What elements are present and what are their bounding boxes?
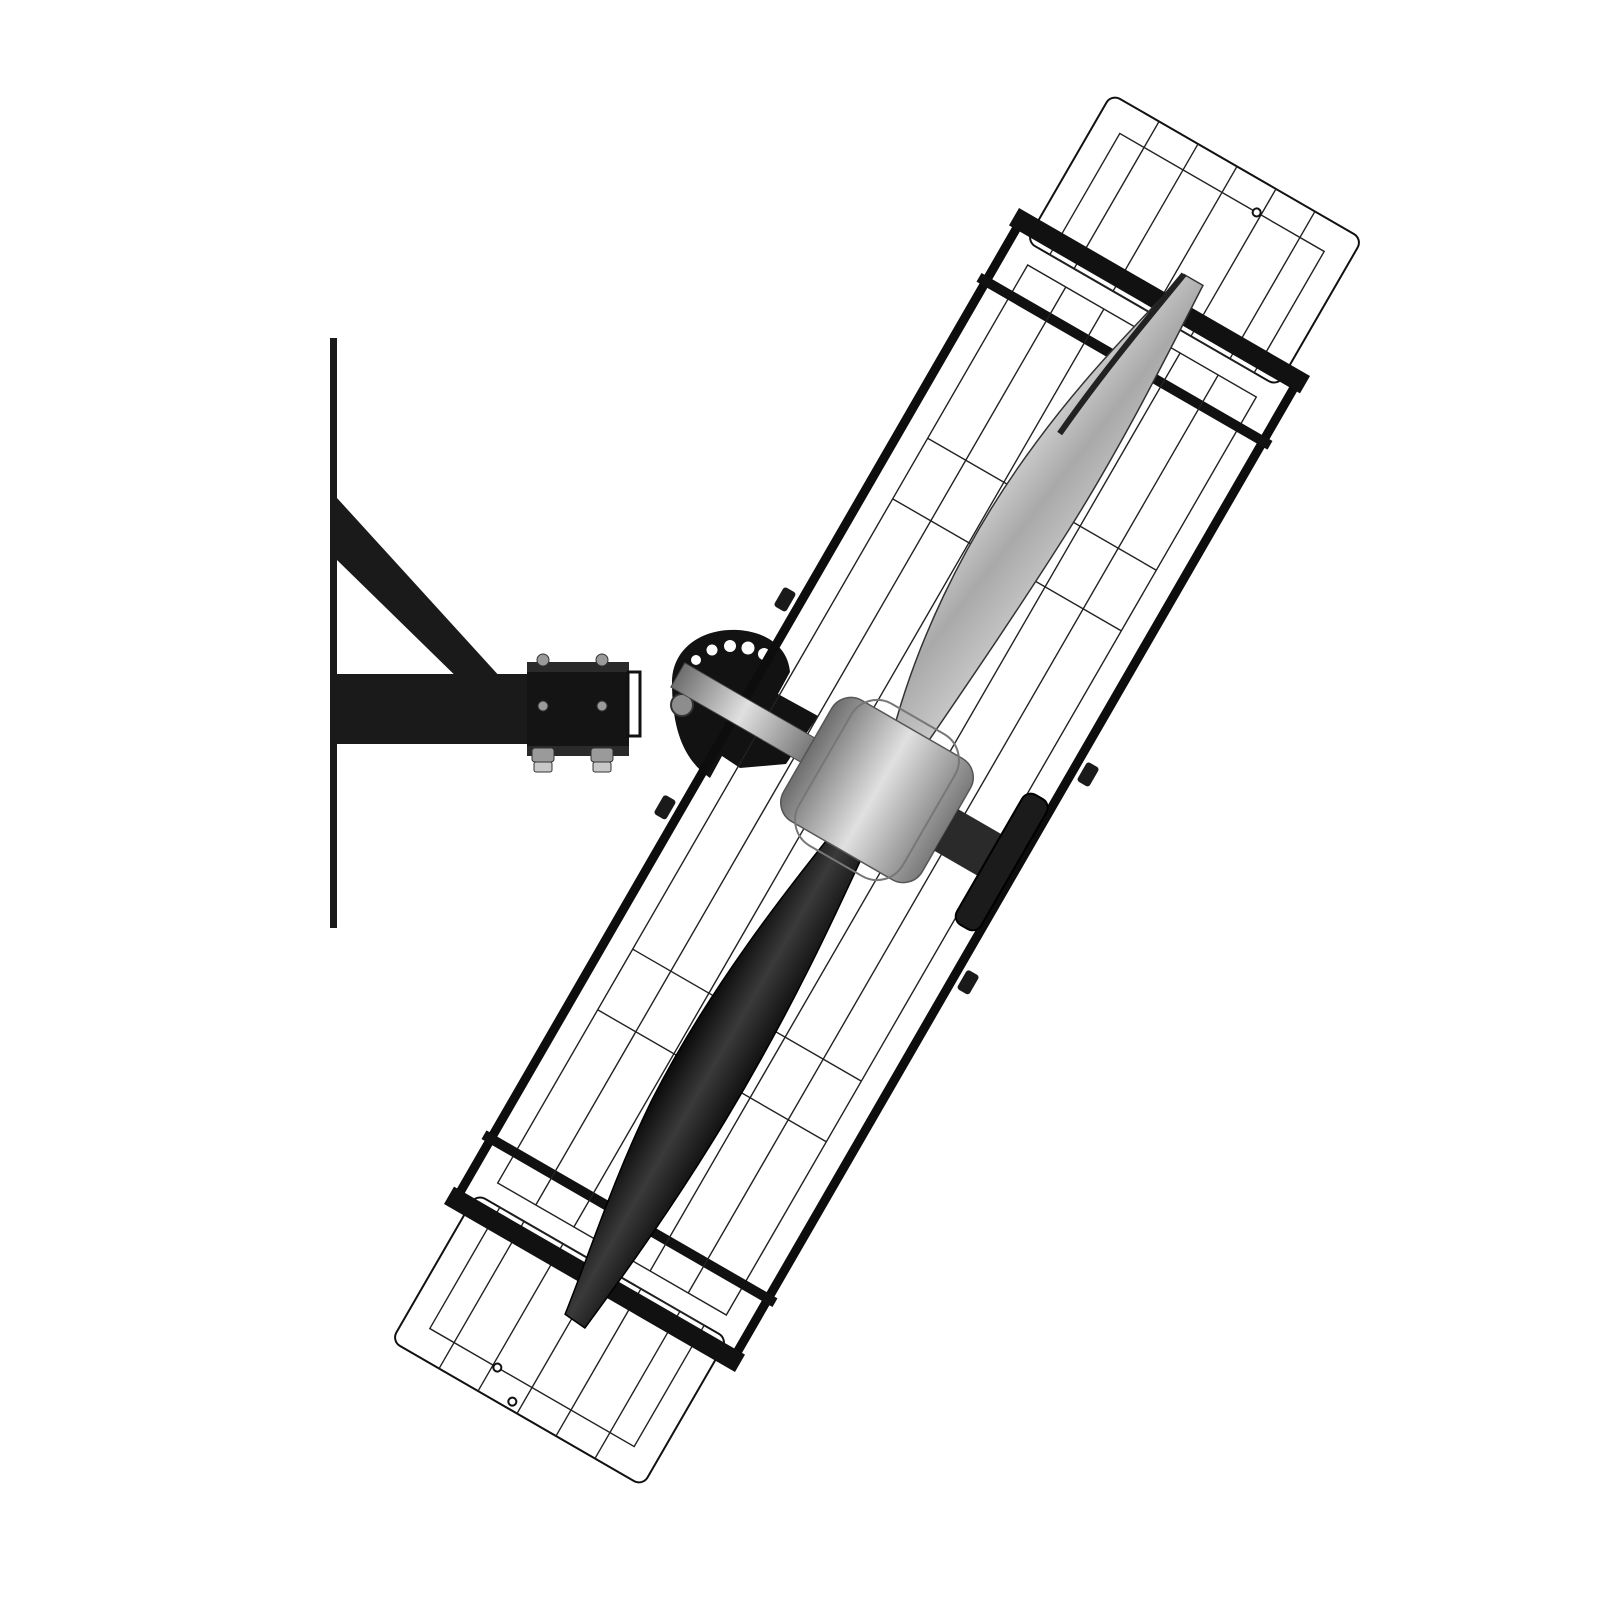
grille-wire [1073, 121, 1160, 270]
upper-blade [887, 273, 1204, 766]
bolt-icon [957, 970, 979, 995]
clamp-bolts [531, 653, 614, 773]
clamp-slot [626, 670, 642, 738]
upper-blade-edge [1057, 272, 1187, 436]
grille-wire [594, 1310, 681, 1459]
arm-clamp-top [527, 662, 629, 672]
hole-icon [706, 644, 718, 656]
wall-bracket [330, 338, 642, 928]
bolt-icon [536, 653, 550, 667]
grille-wire [1190, 188, 1277, 337]
grille-wire [1151, 166, 1238, 315]
wall-plate [330, 338, 337, 928]
horizontal-arm [337, 674, 529, 744]
lower-grille [394, 1196, 725, 1484]
bolt-icon [596, 700, 608, 712]
fan-assembly [394, 96, 1360, 1484]
grille-wire [1112, 143, 1199, 292]
grille-wire [438, 1220, 525, 1369]
grille-wire [555, 1288, 642, 1437]
lower-blade [564, 816, 874, 1330]
grille-clip-icon [507, 1396, 518, 1407]
nut-icon [531, 747, 555, 763]
hole-icon [724, 640, 736, 652]
grille-wire [1229, 211, 1316, 360]
bolt-icon [1077, 762, 1099, 787]
hub-ring [794, 698, 960, 882]
pivot-holes [691, 640, 770, 665]
bolt-icon [774, 587, 796, 612]
upper-grille [1029, 96, 1360, 384]
hole-icon [691, 655, 701, 665]
nut-icon [592, 761, 612, 773]
bolt-icon [595, 653, 609, 667]
grille-clip-icon [1251, 207, 1262, 218]
grille-clip-icon [492, 1362, 503, 1373]
grille-wire [477, 1243, 564, 1392]
motor-mount [934, 809, 1002, 876]
arm-clamp-bottom [527, 746, 629, 756]
diagonal-brace [337, 498, 512, 690]
bolt-icon [654, 795, 676, 820]
motor-hub [780, 696, 1049, 932]
bolt-icon [537, 700, 549, 712]
nut-icon [590, 747, 614, 763]
motor-back-plate [954, 792, 1049, 932]
nut-icon [533, 761, 553, 773]
frame-bolts [654, 587, 1099, 995]
hole-icon [741, 641, 755, 655]
